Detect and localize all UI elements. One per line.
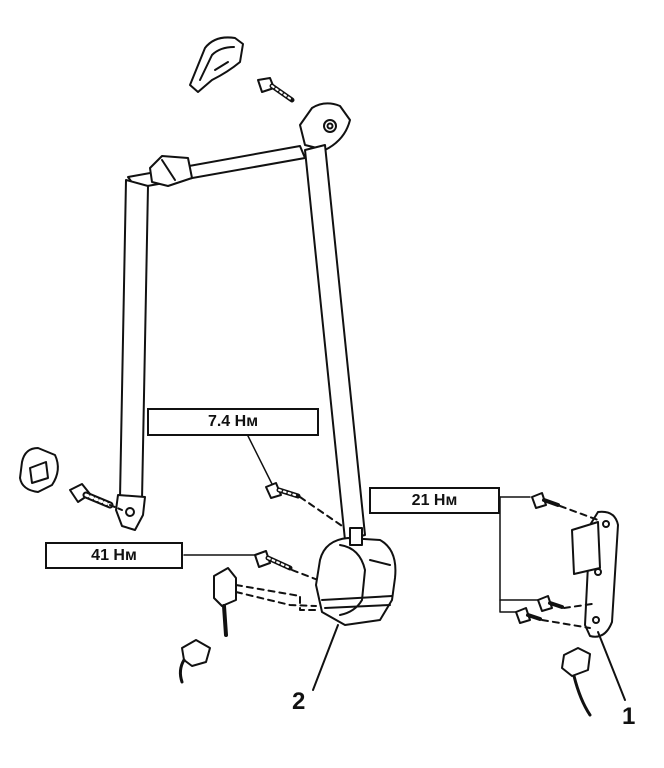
sensor-bolts bbox=[515, 492, 599, 629]
sensor-connector bbox=[561, 647, 592, 717]
upper-anchor-bolt bbox=[257, 77, 295, 103]
harness-clip bbox=[178, 639, 211, 684]
callout-1: 1 bbox=[622, 703, 636, 730]
shoulder-anchor bbox=[299, 102, 351, 151]
lower-anchor-bolt bbox=[69, 483, 114, 509]
callout-leaders bbox=[312, 624, 626, 701]
lower-anchor-plate bbox=[115, 494, 146, 531]
retractor bbox=[315, 527, 397, 626]
retractor-connector bbox=[213, 567, 321, 637]
retractor-bolt bbox=[254, 550, 319, 581]
lower-anchor-dashed bbox=[109, 504, 123, 511]
webbing-guide bbox=[149, 155, 193, 187]
torque-label-7-4: 7.4 Нм bbox=[147, 408, 319, 436]
lower-anchor-cover bbox=[19, 447, 59, 493]
callout-2: 2 bbox=[292, 688, 306, 715]
torque-leaders bbox=[183, 433, 539, 613]
right-webbing bbox=[304, 144, 366, 541]
left-webbing bbox=[119, 179, 149, 501]
sensor-unit bbox=[571, 510, 619, 638]
torque-label-21: 21 Нм bbox=[369, 487, 500, 514]
middle-bolt bbox=[265, 482, 346, 529]
upper-anchor-cover bbox=[189, 36, 244, 93]
torque-label-41: 41 Нм bbox=[45, 542, 183, 569]
